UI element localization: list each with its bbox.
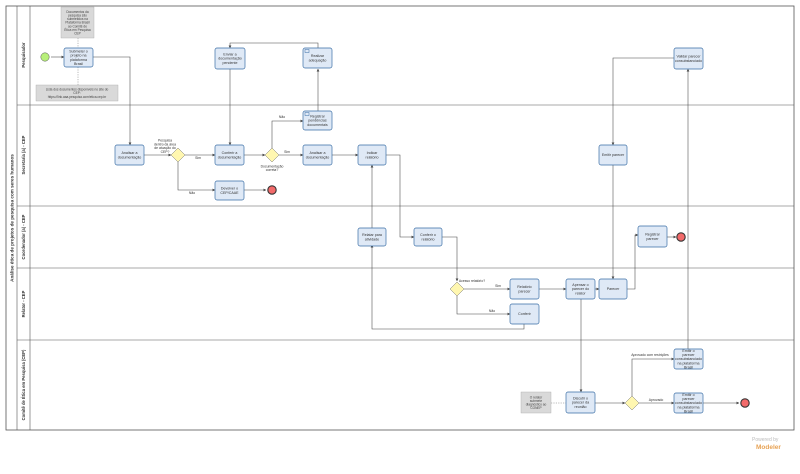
task-enviar-documentacao[interactable] — [214, 47, 246, 70]
lane-title-secretaria: Secretaria (a) - CEP — [21, 135, 26, 174]
task-emitir-parecer[interactable] — [598, 144, 628, 166]
task-conferir-relatorio[interactable] — [413, 227, 443, 247]
task-validar-parecer[interactable] — [673, 47, 704, 70]
note-text-n2: Lista dos documentos disponíveis no site… — [46, 88, 109, 99]
end-event-3[interactable] — [740, 398, 750, 408]
edge-label-nao3: Não — [489, 309, 495, 313]
task-discutir-parecer[interactable] — [565, 391, 596, 414]
note-documentos — [60, 6, 95, 39]
task-relatar-atividade[interactable] — [357, 227, 387, 247]
edge-label-nao1: Não — [189, 191, 195, 195]
footer-brand: Modeler — [756, 444, 781, 451]
gateway-label-g3: Acesso relatório? — [459, 279, 485, 283]
edge-label-sim3: Sim — [495, 284, 501, 288]
lane-title-pesquisador: Pesquisador — [21, 42, 26, 68]
edge-label-sim1: Sim — [195, 156, 201, 160]
edge-label-sim2: Sim — [284, 150, 290, 154]
edge-label-aprov: Aprovado com restrições — [631, 353, 669, 357]
task-conferir[interactable] — [509, 303, 540, 325]
task-realizar-adequacao[interactable] — [302, 47, 333, 69]
start-event[interactable] — [40, 52, 50, 62]
task-registrar-parecer[interactable] — [637, 225, 668, 248]
task-conferir-documentacao[interactable] — [214, 144, 245, 166]
task-submeter-projeto[interactable] — [63, 47, 94, 68]
task-analisar-documentacao-2[interactable] — [302, 144, 333, 166]
edges — [51, 42, 740, 405]
edge-label-nao2: Não — [279, 115, 285, 119]
task-registrar-pendencias[interactable] — [302, 110, 333, 131]
associations — [77, 38, 566, 404]
pool-title: Análise ética de projetos de pesquisa co… — [10, 154, 15, 282]
task-relatorio-parecer[interactable] — [509, 278, 540, 300]
task-parecer[interactable] — [598, 278, 628, 300]
end-event-2[interactable] — [676, 232, 686, 242]
task-label-t16: Conferir — [518, 312, 532, 316]
task-devolver-cep[interactable] — [214, 180, 245, 201]
end-event-1[interactable] — [267, 185, 277, 195]
task-emitir-parecer-aprovado[interactable] — [673, 392, 704, 414]
lane-title-coordenador: Coordenador (a) - CEP — [21, 214, 26, 259]
gateway-documentacao[interactable] — [264, 147, 280, 163]
task-apensar-parecer[interactable] — [565, 278, 596, 300]
task-indicar-relatorio[interactable] — [357, 144, 387, 166]
gateway-parecer[interactable] — [624, 395, 640, 411]
lane-title-relator: Relator - CEP — [21, 290, 26, 317]
task-analisar-documentacao-1[interactable] — [114, 144, 145, 166]
task-label-t10: Emitir parecer — [602, 153, 625, 157]
gateway-area-cep[interactable] — [170, 147, 186, 163]
note-relator-conep — [520, 391, 552, 414]
gateway-acesso-relatorio[interactable] — [449, 281, 465, 297]
note-lista-documentos — [35, 84, 119, 102]
edge-label-aprovado: Aprovado — [649, 398, 664, 402]
task-label-t17: Parecer — [607, 287, 620, 291]
task-emitir-parecer-restricoes[interactable] — [673, 348, 704, 370]
lane-title-conep: Comitê de Ética em Pesquisa (CEP) — [21, 349, 26, 420]
footer-powered: Powered by — [752, 437, 779, 443]
